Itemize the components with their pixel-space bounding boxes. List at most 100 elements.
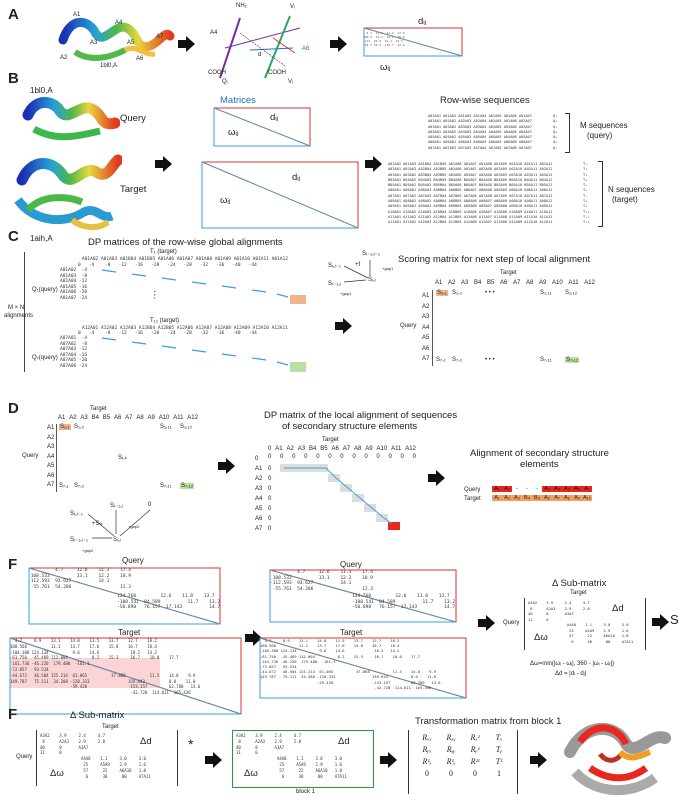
f1-delta-d: Δd <box>612 603 624 614</box>
distance-angle-matrix <box>363 27 463 57</box>
q1-row: A01A06 -20 <box>60 290 88 295</box>
matrix-b-d-label: dᵢⱼ <box>270 112 279 123</box>
d-cell-sik: Sᵢ,ₖ <box>118 455 128 461</box>
tmatrix-cell: Tᶻ <box>495 757 503 766</box>
recurrence-arrows <box>343 260 371 283</box>
t-row: A12A01 A12A02 A12A03 A12B04 A12B05 A12A0… <box>388 220 553 225</box>
tmatrix-cell: Tᵧ <box>495 745 503 754</box>
col-label: B4 <box>474 280 482 286</box>
col-label: A12 <box>187 415 198 421</box>
scoring-query-label: Query <box>400 323 417 329</box>
f1-s-label: S <box>670 612 679 627</box>
align-target-row: A₁ A₂ A₃ B₄ B₅ A₆ A₇ A₈ A₉ A₁₀ <box>492 495 592 501</box>
align-cell: A₇ <box>552 495 562 501</box>
f2-star: * <box>188 736 194 752</box>
col-label: A10 <box>376 446 388 452</box>
panel-letter-d: D <box>8 400 19 417</box>
align-cell: B₄ <box>522 495 532 501</box>
q7-row: A07A05 -20 <box>60 358 88 363</box>
geom-a4: A4 <box>210 30 218 36</box>
f2-delta-query: Query <box>16 754 33 760</box>
row-label: A4 <box>47 453 55 460</box>
rec-d-gap2: +gap2 <box>82 548 94 553</box>
f1-target-matrix2-frame <box>259 637 467 699</box>
q-row: A07A01 A07A02 A07A03 A07A04 A07A05 A07A0… <box>428 145 532 150</box>
f1-target-matrix-values: 4.7 8.9 13.1 14.0 11.5 13.7 12.7 18.2 10… <box>10 638 201 696</box>
align-query-label: Query <box>464 487 481 493</box>
t-tag: T₇ <box>583 193 588 198</box>
scoring-cell-s1-11: S₁,₁₁ <box>540 290 552 296</box>
t-row: A08A01 A08A02 A08A03 A08B04 A08B05 A08A0… <box>388 199 553 204</box>
f1-delta-bracket <box>524 598 646 650</box>
row-label: A6 <box>255 516 263 522</box>
tmatrix-cell: Rᵧᵧ <box>446 745 456 754</box>
rec-d-center: Sᵢ,ⱼ <box>113 537 121 543</box>
scoring-cell-s72: S₇,₂ <box>452 357 463 363</box>
protein-structure-1bl0 <box>58 18 175 61</box>
matrices-title: Matrices <box>220 95 256 106</box>
geom-qi: Qᵢ <box>222 79 228 85</box>
d-query-label: Query <box>22 453 39 459</box>
t-row: B05A01 B05A02 B05A03 B05B04 B05A06 B05A0… <box>388 183 553 188</box>
d-dp-target: Target <box>322 437 339 443</box>
q-row: A01A01 A01A02 A01A03 A01A04 A01A05 A01A0… <box>428 114 532 118</box>
geom-nh2: NH₂ <box>236 3 247 9</box>
rec-d-zero: 0 <box>148 502 152 508</box>
col-label: A3 <box>461 280 469 286</box>
row-label: A3 <box>47 444 55 450</box>
d-left-bar <box>56 424 57 492</box>
col-label: A11 <box>391 446 402 452</box>
col-label: A6 <box>331 446 339 452</box>
rec-c-gap2: +gap1 <box>340 291 352 296</box>
col-label: A3 <box>297 446 306 452</box>
f2-block-label: block 1 <box>296 789 316 795</box>
col-label: A11 <box>173 415 184 421</box>
row-label: A6 <box>422 345 430 352</box>
col-label: B5 <box>102 415 111 421</box>
align-target-label: Target <box>464 496 481 502</box>
col-label: A1 <box>58 415 66 421</box>
align-title2: elements <box>520 459 559 470</box>
row-label: A1 <box>422 293 430 299</box>
col-label: A8 <box>526 280 534 286</box>
col-label: A10 <box>158 415 170 421</box>
col-label: B5 <box>320 446 328 452</box>
f2-block-values: A3A2 3.9 2.4 4.7 8 A2A3 2.9 2.8 40 8 A3A… <box>236 733 347 779</box>
q-tag: Q₇ <box>553 145 558 150</box>
tmatrix-cell: Rᶻᶻ <box>470 757 480 766</box>
matrix-b2-d-label: dᵢⱼ <box>292 172 301 183</box>
col-label: A7 <box>125 415 133 421</box>
rec-c-si1j1: Sᵢ₋₁,ⱼ₋₁ <box>362 251 381 257</box>
d-rows: A1 A2 A3 A4 A5 A6 A7 <box>47 424 54 491</box>
row-label: A7 <box>255 526 263 532</box>
superposed-structures-image <box>564 723 671 795</box>
col-label: A12 <box>405 446 416 452</box>
t-row: A10A01 A10A02 A10A03 A10B04 A10B05 A10A0… <box>388 209 553 214</box>
col-label: A12 <box>584 280 595 286</box>
row-label: A7 <box>47 482 55 488</box>
t12-scores: 0 -4 -8 -12 -16 -20 -24 -28 -32 -36 -40 … <box>78 331 257 336</box>
align-cell: A₇ <box>582 486 592 492</box>
row-label: A5 <box>422 335 430 341</box>
d-cell-s7-11: S₇,₁₁ <box>160 483 172 489</box>
col-label: A2 <box>286 446 294 452</box>
target-protein-structure <box>14 154 122 230</box>
f1-query-matrix2-values: 4.7 12.6 11.3 17.4 108.533 13.1 12.2 18.… <box>270 570 373 592</box>
t-row: A06A01 A06A02 A06A03 A06B04 A06B05 A06A0… <box>388 188 553 193</box>
mxn-label2: alignments <box>4 313 34 319</box>
f1-formula2: Δd = |dᵢ - dⱼ| <box>555 671 587 677</box>
d-dp-path <box>280 464 400 530</box>
rec-d-c: Sᵢ₋₁,ⱼ₋₁ <box>70 537 89 543</box>
d-dp-cols: 0 A1 A2 A3 B4 B5 A6 A7 A8 A9 A10 A11 A12 <box>268 446 416 452</box>
align-cell: A₁₀ <box>582 495 592 501</box>
t1-header: A01A02 A01A03 A01B04 A01B05 A01A06 A01A0… <box>82 257 288 262</box>
matrix-a-w-label: ωᵢⱼ <box>380 62 391 73</box>
align-cell: A₁ <box>492 495 502 501</box>
protein-label-a1: A1 <box>73 12 81 18</box>
t12-header: A12A01 A12A02 A12A03 A12B04 A12B05 A12A0… <box>82 326 288 331</box>
d-target-label: Target <box>90 406 107 412</box>
query-protein-structure <box>22 97 120 141</box>
col-label: A8 <box>354 446 362 452</box>
f2-delta-target: Target <box>102 724 119 730</box>
